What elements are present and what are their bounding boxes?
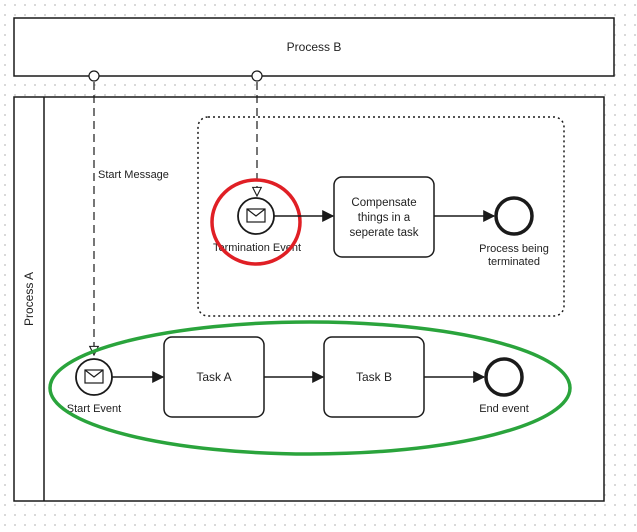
end-event-process-terminated-label-2: terminated <box>488 256 540 268</box>
task-b[interactable]: Task B <box>323 336 425 418</box>
pool-process-a-label: Process A <box>22 272 36 326</box>
start-event-label: Start Event <box>67 403 121 415</box>
task-a-label: Task A <box>196 370 231 384</box>
red-highlight-circle <box>210 178 302 266</box>
message-flow-termination[interactable] <box>251 70 263 196</box>
task-compensate-line-3: seperate task <box>349 227 418 239</box>
end-event-label: End event <box>479 403 529 415</box>
termination-event[interactable] <box>237 197 275 235</box>
termination-event-label: Termination Event <box>213 242 301 254</box>
task-a[interactable]: Task A <box>163 336 265 418</box>
end-event-process-terminated-label-1: Process being <box>479 243 549 255</box>
event-subprocess[interactable] <box>197 116 565 317</box>
green-highlight-ellipse <box>48 320 572 456</box>
task-compensate-line-2: things in a <box>358 212 411 224</box>
start-message-label: Start Message <box>98 169 169 181</box>
envelope-icon <box>84 369 104 384</box>
start-event[interactable] <box>75 358 113 396</box>
pool-process-b[interactable]: Process B <box>13 17 615 77</box>
pool-process-a[interactable]: Process A <box>13 96 605 502</box>
end-event[interactable] <box>484 357 524 397</box>
end-event-process-terminated[interactable] <box>494 196 534 236</box>
message-flow-start[interactable] <box>88 70 100 355</box>
envelope-icon <box>246 208 266 223</box>
pool-process-b-label: Process B <box>287 40 342 54</box>
task-compensate[interactable]: Compensate things in a seperate task <box>333 176 435 258</box>
task-b-label: Task B <box>356 370 392 384</box>
task-compensate-line-1: Compensate <box>351 197 416 209</box>
